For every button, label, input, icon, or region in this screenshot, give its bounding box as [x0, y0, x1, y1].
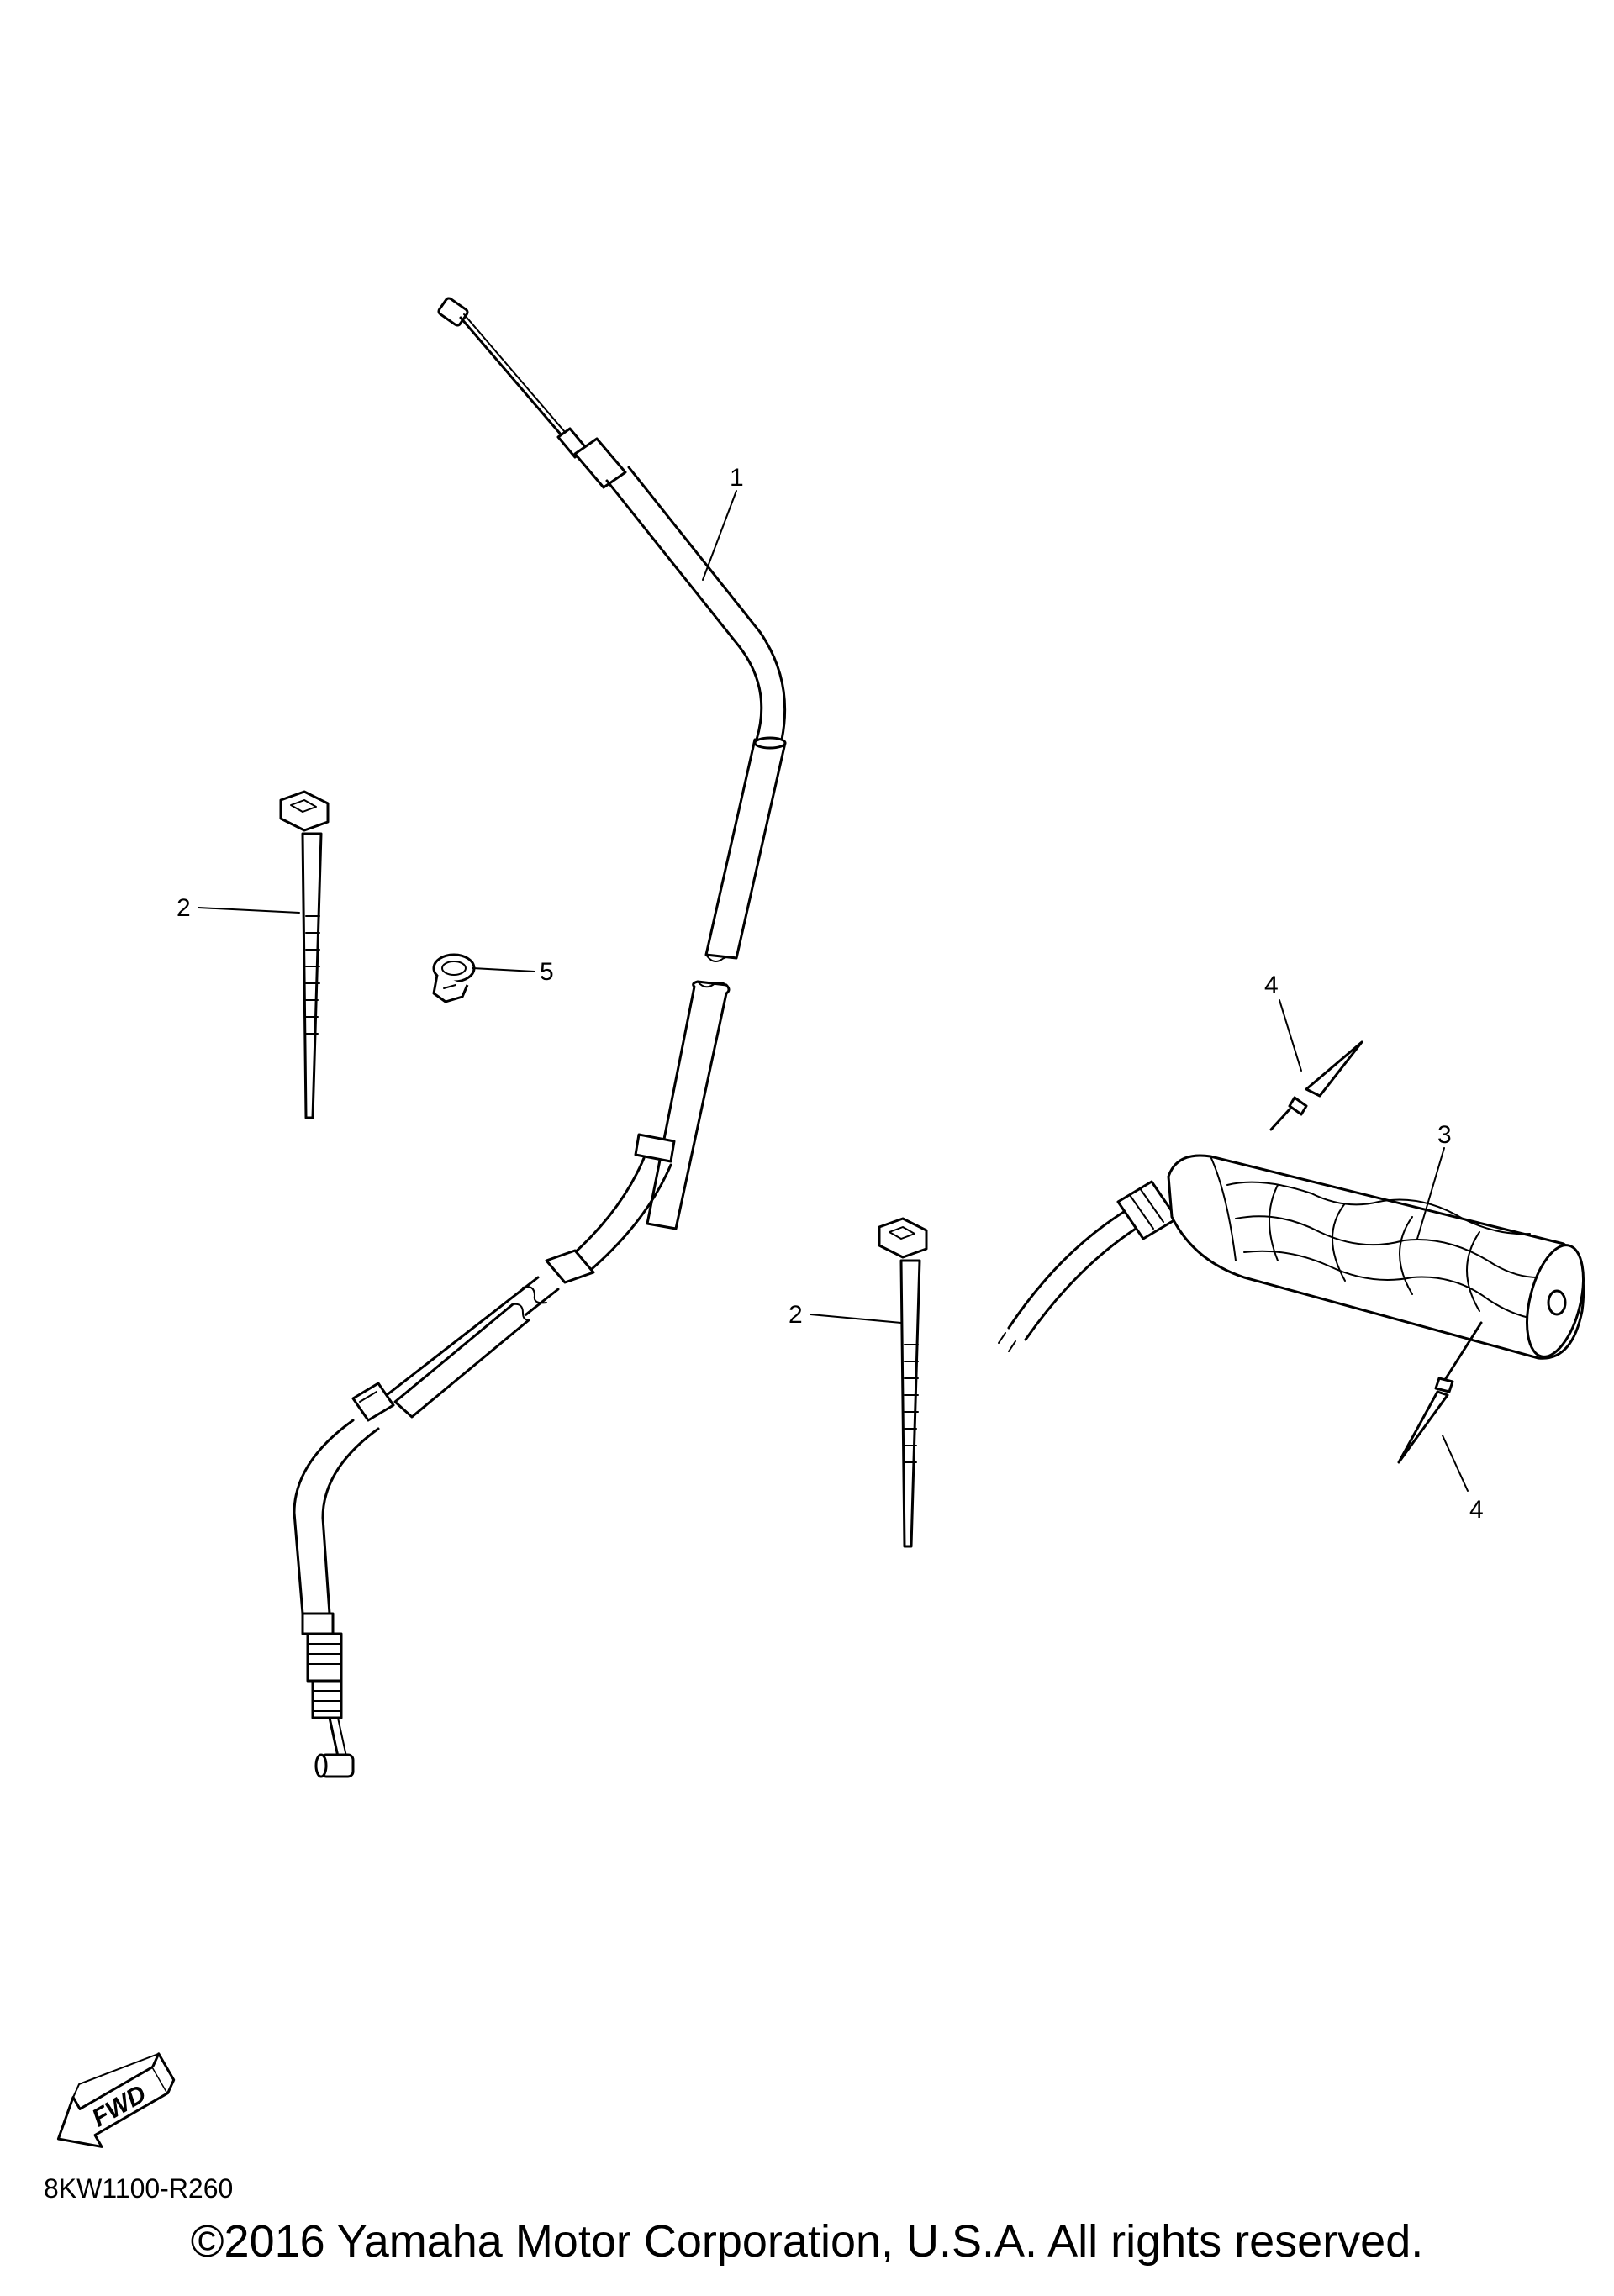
callout-4-upper: 4 — [1264, 972, 1279, 999]
copyright-notice: ©2016 Yamaha Motor Corporation, U.S.A. A… — [190, 2216, 1424, 2267]
clamp-part — [432, 953, 476, 1003]
fwd-arrow-icon: FWD — [56, 2052, 176, 2148]
callout-3: 3 — [1437, 1121, 1452, 1149]
pin-lower — [1397, 1321, 1483, 1464]
leader-lines — [198, 490, 1469, 1492]
cable-part — [293, 297, 787, 1778]
cable-tie-left — [279, 790, 330, 1119]
callout-numbers: 1 2 2 3 4 4 5 — [177, 464, 1484, 1524]
pin-upper — [1269, 1040, 1363, 1131]
callout-2-left: 2 — [177, 894, 191, 922]
callout-4-lower: 4 — [1469, 1496, 1484, 1524]
callout-5: 5 — [540, 958, 554, 986]
diagram-code: 8KW1100-R260 — [44, 2173, 234, 2204]
grip-part — [998, 1154, 1585, 1360]
cable-tie-right — [878, 1217, 928, 1548]
callout-2-right: 2 — [789, 1301, 803, 1329]
callout-1: 1 — [730, 464, 744, 492]
